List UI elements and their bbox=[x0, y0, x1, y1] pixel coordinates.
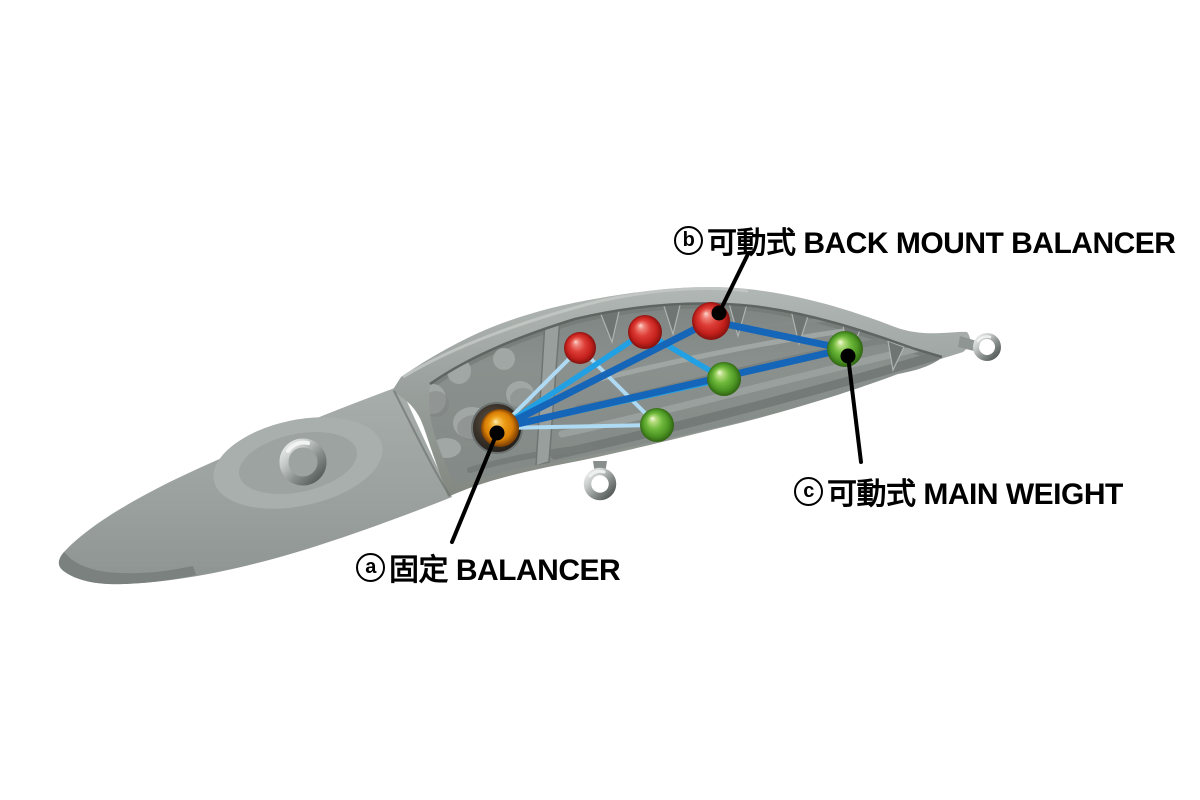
movement-line-pale bbox=[578, 346, 659, 427]
bill-body-crease bbox=[393, 390, 451, 497]
callout-line-c bbox=[846, 354, 863, 464]
back-mount-balancer-position-2 bbox=[628, 315, 662, 349]
callout-line-a bbox=[450, 431, 499, 544]
main-weight-position-2 bbox=[707, 362, 741, 396]
label-text-c: 可動式 MAIN WEIGHT bbox=[827, 478, 1123, 511]
weight-system-layer bbox=[450, 252, 863, 544]
callout-dot-b bbox=[711, 305, 727, 321]
line-tie-ring bbox=[279, 438, 327, 486]
label-text-b: 可動式 BACK MOUNT BALANCER bbox=[707, 227, 1176, 260]
label-marker-b: b bbox=[674, 225, 703, 255]
callout-dot-a bbox=[489, 425, 505, 441]
back-mount-balancer-position-1 bbox=[564, 332, 596, 364]
callout-dot-c bbox=[840, 348, 856, 364]
tail-hook-eyelet bbox=[958, 333, 1001, 361]
lure-illustration bbox=[58, 286, 1001, 585]
body-back-highlight bbox=[402, 286, 749, 379]
movement-line-dark bbox=[496, 317, 715, 432]
movement-line-dark bbox=[707, 317, 849, 353]
movement-line-dark bbox=[496, 345, 849, 432]
label-marker-c: c bbox=[794, 476, 823, 506]
callout-line-b bbox=[717, 252, 750, 315]
line-tie-recess bbox=[213, 417, 383, 509]
movement-line-pale bbox=[498, 423, 659, 430]
cavity-rim bbox=[429, 302, 943, 386]
main-weight-position-1 bbox=[640, 408, 674, 442]
label-text-a: 固定 BALANCER bbox=[389, 554, 621, 587]
diving-lip-edge bbox=[58, 552, 196, 585]
label-marker-a: a bbox=[356, 552, 385, 582]
belly-hook-eyelet bbox=[583, 461, 617, 501]
